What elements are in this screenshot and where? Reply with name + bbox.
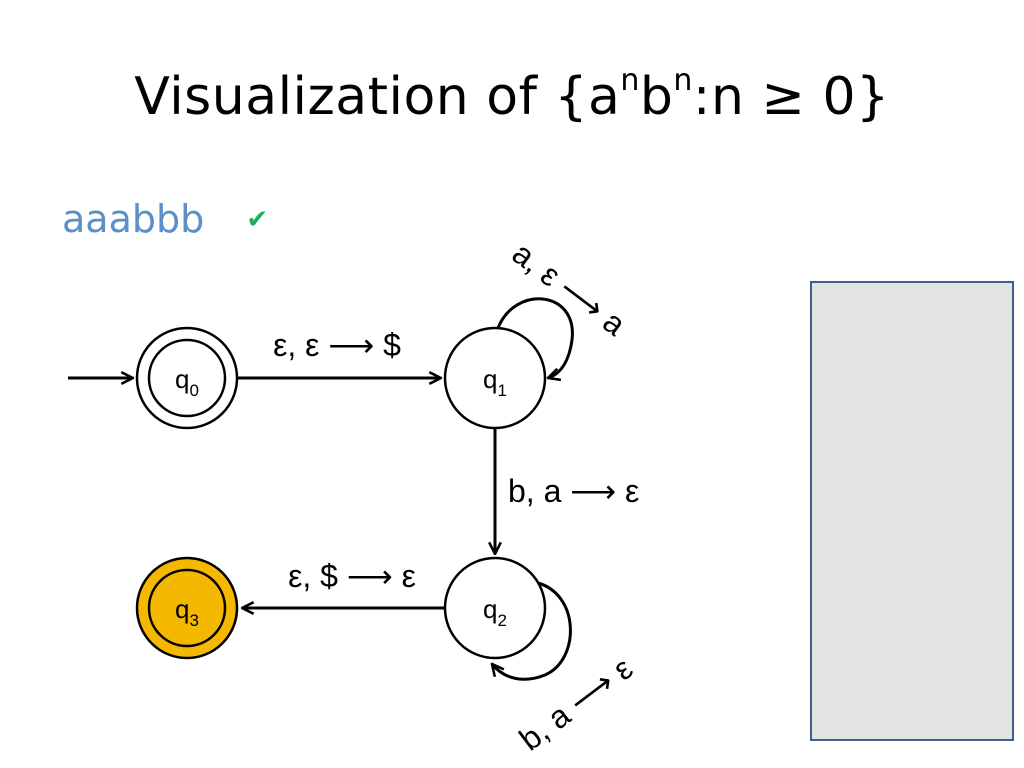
state-q1-name: q: [483, 364, 497, 394]
state-q0: q0: [135, 326, 239, 430]
slide-title: Visualization of {anbn:n ≥ 0}: [0, 62, 1024, 132]
edge-label-q2-q3: ε, $ ⟶ ε: [288, 558, 416, 594]
edge-q1-loop: [496, 297, 574, 378]
svg-text:q1: q1: [483, 364, 507, 400]
state-q1-sub: 1: [498, 381, 507, 400]
state-q2-sub: 2: [498, 611, 507, 630]
state-q1: q1: [443, 326, 547, 430]
title-exponent-2: n: [673, 63, 693, 98]
svg-text:q0: q0: [175, 364, 199, 400]
title-suffix: :n ≥ 0}: [692, 67, 890, 127]
edge-q2-loop: [492, 581, 572, 681]
state-q2-name: q: [483, 594, 497, 624]
stack-panel: [810, 281, 1014, 741]
state-q0-name: q: [175, 364, 189, 394]
svg-text:q3: q3: [175, 594, 199, 630]
input-string-row: aaabbb ✔: [62, 194, 268, 244]
edge-label-q2-loop: b, a ⟶ ε: [513, 650, 640, 758]
edge-label-q1-loop: a, ε ⟶ a: [506, 235, 633, 343]
title-prefix: Visualization of {a: [134, 67, 621, 127]
svg-text:q2: q2: [483, 594, 507, 630]
state-q2: q2: [443, 556, 547, 660]
input-string: aaabbb: [62, 197, 205, 241]
state-q3-sub: 3: [190, 611, 199, 630]
state-q0-sub: 0: [190, 381, 199, 400]
edge-label-q1-q2: b, a ⟶ ε: [508, 473, 639, 509]
check-icon: ✔: [246, 205, 269, 235]
title-mid: b: [639, 67, 674, 127]
title-exponent-1: n: [620, 63, 640, 98]
state-q3: q3: [135, 556, 239, 660]
edge-label-q0-q1: ε, ε ⟶ $: [273, 327, 401, 363]
state-q3-name: q: [175, 594, 189, 624]
